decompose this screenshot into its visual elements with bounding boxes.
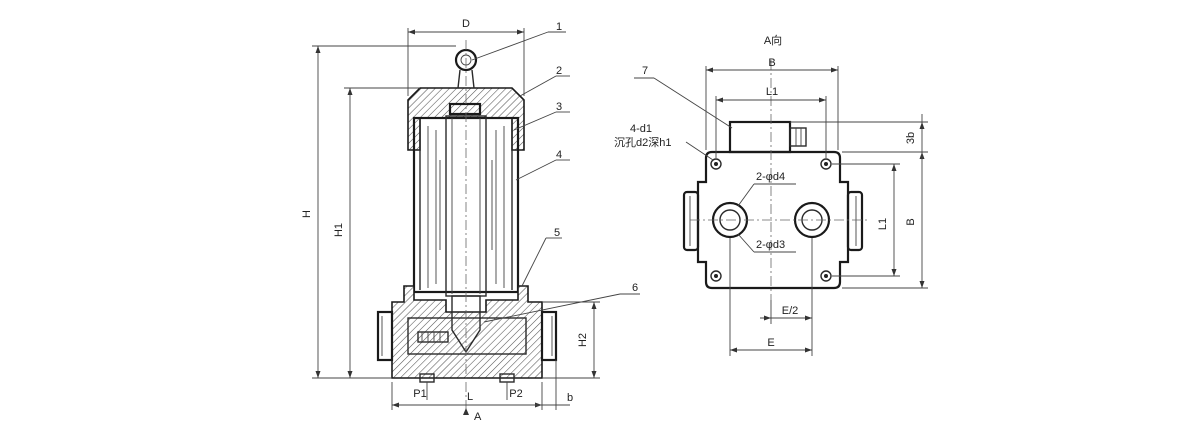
dim-L1-top: L1 xyxy=(715,86,827,158)
dim-L: L b xyxy=(391,360,573,410)
dim-B-top: B xyxy=(705,57,839,150)
section-A-label: A xyxy=(474,411,482,423)
dim-E2-label: E/2 xyxy=(782,305,799,317)
mount-hole-note: 4-d1 沉孔d2深h1 xyxy=(614,123,714,161)
callout-5-label: 5 xyxy=(554,227,560,239)
callout-7: 7 xyxy=(634,65,733,129)
dim-B-side-label: B xyxy=(905,218,917,225)
indicator-block xyxy=(728,120,807,154)
dim-E: E xyxy=(729,238,813,356)
bypass-valve xyxy=(417,331,449,343)
dim-H1-label: H1 xyxy=(333,223,345,237)
outlet-tube xyxy=(451,295,481,354)
dim-B-top-label: B xyxy=(768,57,775,69)
hole-d4-label: 2-φd4 xyxy=(756,171,785,183)
cap-nut xyxy=(448,102,482,116)
hole-d4-note: 2-φd4 xyxy=(737,171,796,207)
callout-4: 4 xyxy=(515,149,570,181)
port-right xyxy=(540,310,558,362)
side-view: D H H1 H2 xyxy=(301,18,640,423)
dim-b-label: b xyxy=(567,392,573,404)
dim-D: D xyxy=(407,18,525,96)
callout-6: 6 xyxy=(483,282,640,323)
view-title: A向 xyxy=(764,33,782,47)
dim-L-label: L xyxy=(467,391,473,403)
dim-3b: 3b xyxy=(790,114,928,160)
callout-2: 2 xyxy=(519,65,570,97)
hole-d3-label: 2-φd3 xyxy=(756,239,785,251)
callout-1-label: 1 xyxy=(556,21,562,33)
dim-L1-side: L1 xyxy=(832,163,900,277)
base-body xyxy=(391,285,543,379)
callout-7-label: 7 xyxy=(642,65,648,77)
top-port-left xyxy=(682,190,700,252)
dim-H2-label: H2 xyxy=(577,333,589,347)
dim-H2: H2 xyxy=(542,301,600,379)
top-view: A向 xyxy=(614,33,928,356)
port-left xyxy=(376,310,394,362)
callout-5: 5 xyxy=(521,227,562,287)
dim-H: H xyxy=(301,45,456,379)
callout-1: 1 xyxy=(471,21,566,61)
base-cavity xyxy=(407,317,527,355)
callout-6-label: 6 xyxy=(632,282,638,294)
callout-3: 3 xyxy=(513,101,570,131)
top-port-right xyxy=(846,190,864,252)
dim-H1: H1 xyxy=(333,87,420,378)
dim-D-label: D xyxy=(462,18,470,30)
callout-3-label: 3 xyxy=(556,101,562,113)
port-P1-label: P1 xyxy=(413,388,426,400)
dim-E2: E/2 xyxy=(760,300,812,324)
dim-E-label: E xyxy=(767,337,774,349)
mount-holes-label: 4-d1 xyxy=(630,123,652,135)
dim-3b-label: 3b xyxy=(905,132,917,144)
dim-L1-side-label: L1 xyxy=(877,218,889,230)
port-P2-label: P2 xyxy=(509,388,522,400)
mount-holes xyxy=(710,158,832,282)
counterbore-label: 沉孔d2深h1 xyxy=(614,136,671,149)
dim-H-label: H xyxy=(301,210,313,218)
section-arrow xyxy=(463,408,469,415)
top-body xyxy=(696,150,850,290)
callout-4-label: 4 xyxy=(556,149,562,161)
dim-L1-top-label: L1 xyxy=(766,86,778,98)
callout-2-label: 2 xyxy=(556,65,562,77)
hole-d3-note: 2-φd3 xyxy=(737,233,796,253)
dim-B-side: B xyxy=(842,151,928,289)
